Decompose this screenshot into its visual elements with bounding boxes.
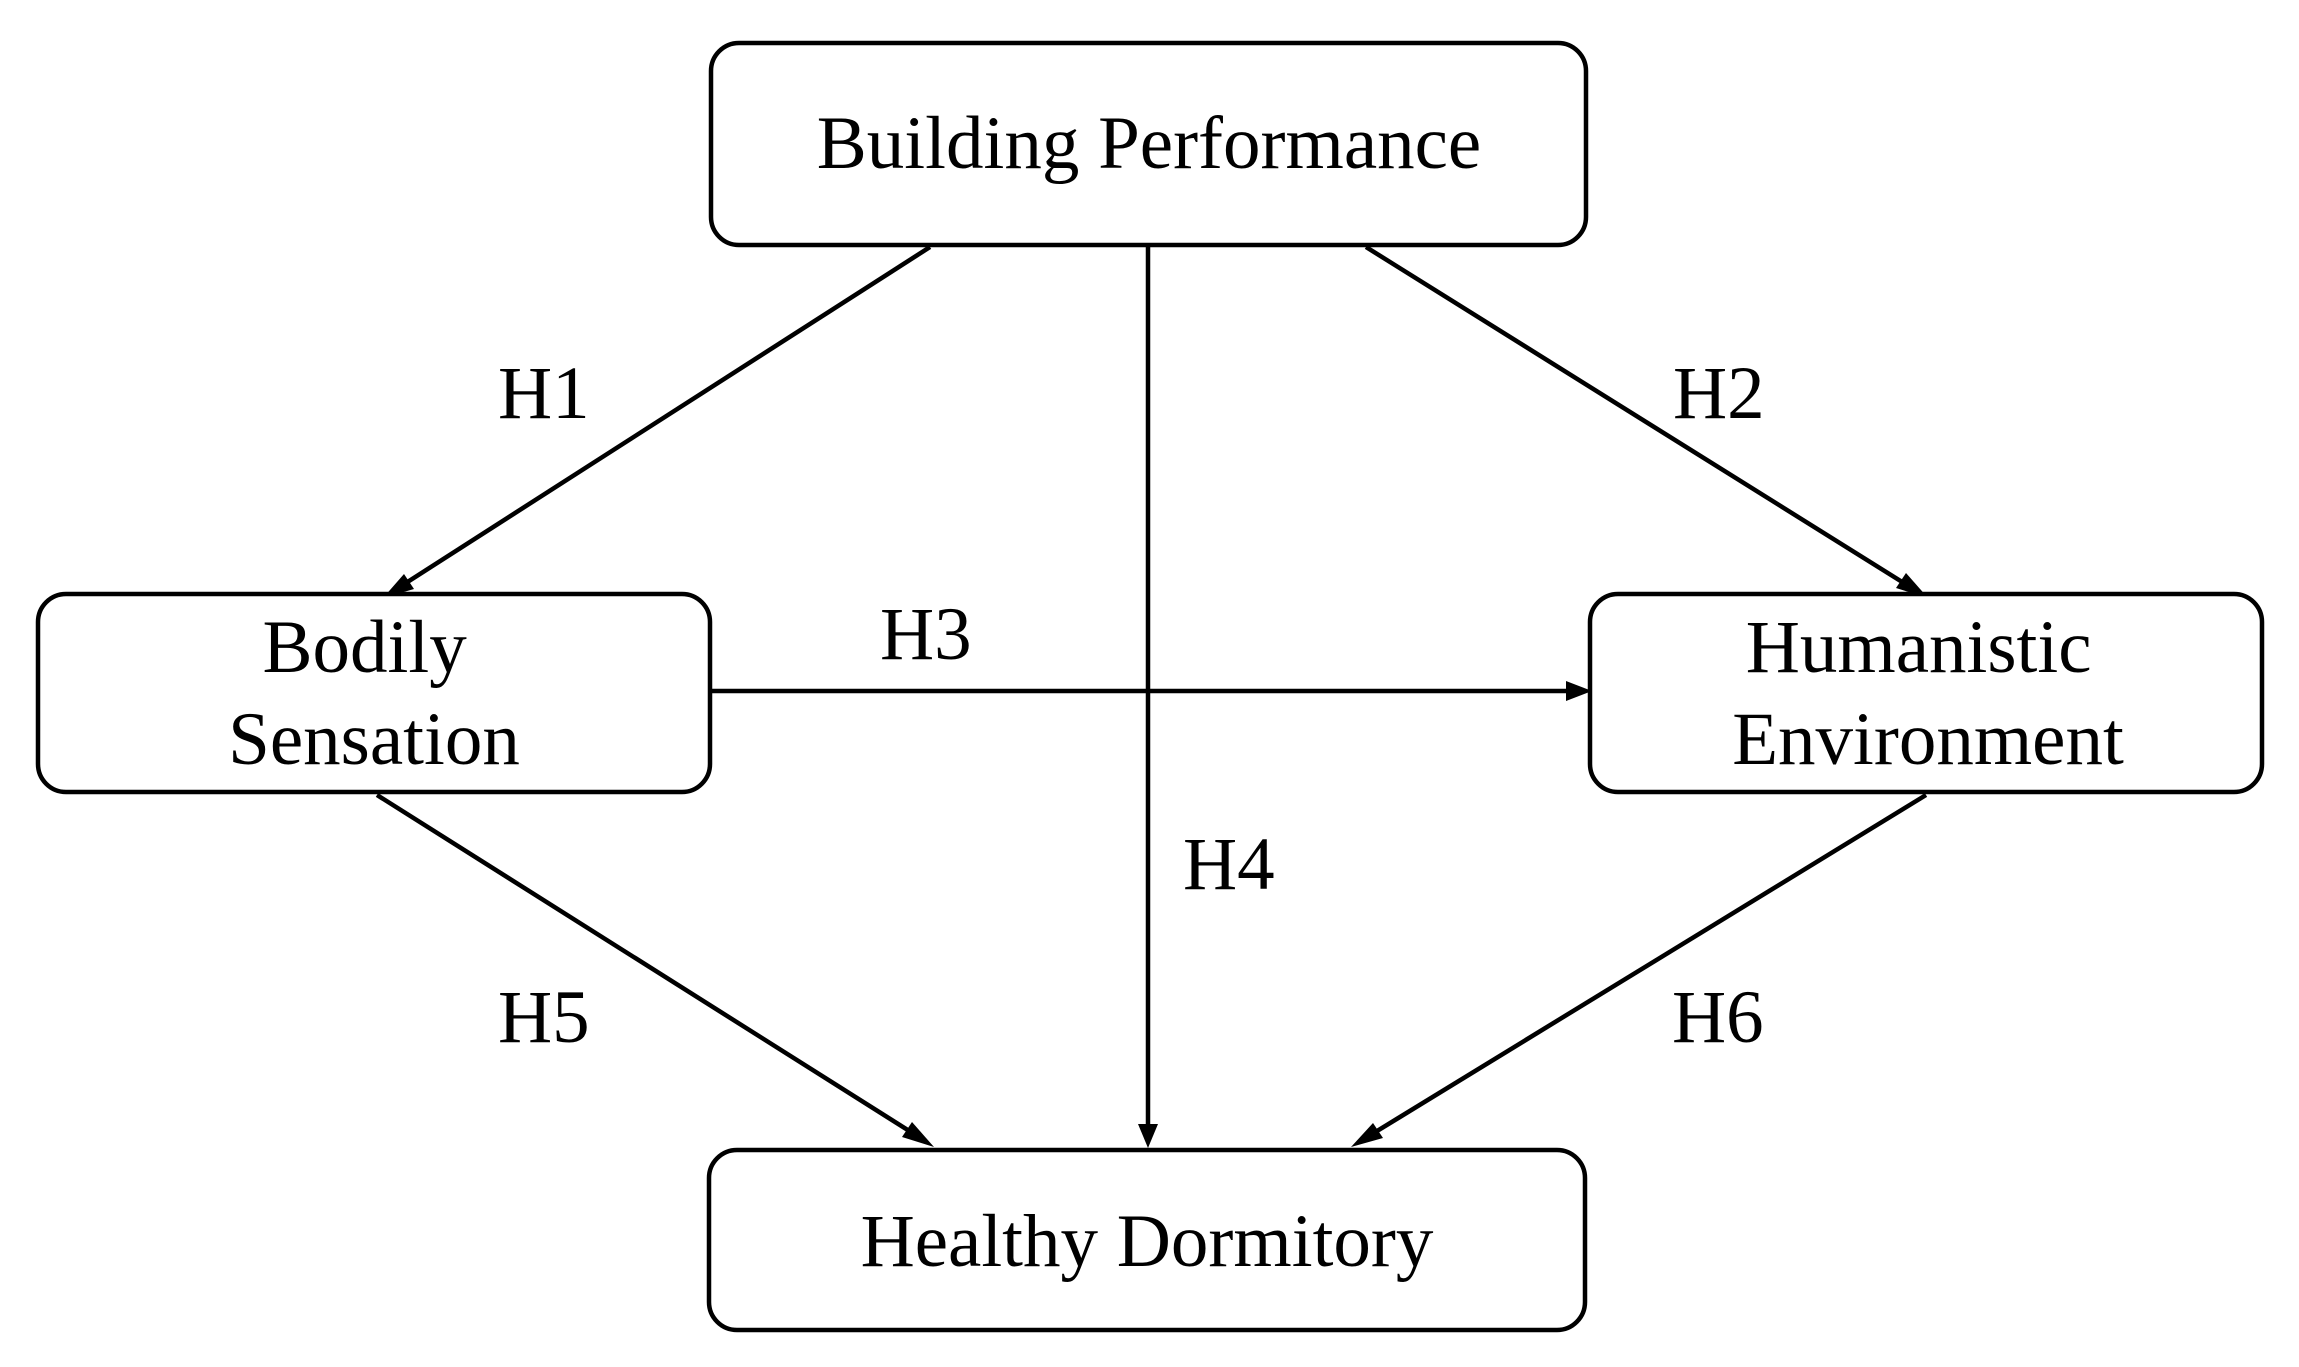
edge-h2-label: H2 xyxy=(1673,352,1765,435)
node-bodily-sensation-line-2: Sensation xyxy=(228,698,520,781)
edge-h1-line xyxy=(393,245,932,592)
edges: H1 H2 H3 H4 H5 H6 xyxy=(375,245,1928,1148)
node-bodily-sensation-label: Bodily Sensation xyxy=(228,606,520,781)
edge-h5-arrowhead xyxy=(902,1122,934,1147)
edge-h6-label: H6 xyxy=(1672,976,1764,1059)
edge-h5: H5 xyxy=(375,793,934,1147)
edge-h4-label: H4 xyxy=(1183,823,1275,906)
edge-h3: H3 xyxy=(712,593,1592,701)
edge-h5-label: H5 xyxy=(498,976,590,1059)
edge-h1-label: H1 xyxy=(498,352,590,435)
edge-h1: H1 xyxy=(383,245,932,598)
node-building-performance: Building Performance xyxy=(708,40,1589,248)
node-healthy-dormitory: Healthy Dormitory xyxy=(706,1147,1588,1333)
node-healthy-dormitory-label: Healthy Dormitory xyxy=(861,1200,1434,1283)
edge-h6-line xyxy=(1362,793,1928,1141)
node-humanistic-environment-line-1: Humanistic xyxy=(1746,606,2092,689)
node-building-performance-label: Building Performance xyxy=(817,102,1481,185)
node-bodily-sensation: Bodily Sensation xyxy=(35,591,713,795)
edge-h3-arrowhead xyxy=(1566,681,1592,701)
edge-h5-line xyxy=(375,793,924,1141)
nodes: Building Performance Bodily Sensation Hu… xyxy=(35,40,2265,1333)
node-bodily-sensation-box xyxy=(35,591,713,795)
edge-h6: H6 xyxy=(1351,793,1928,1147)
node-bodily-sensation-line-1: Bodily xyxy=(263,606,468,689)
node-healthy-dormitory-box xyxy=(706,1147,1588,1333)
node-humanistic-environment: Humanistic Environment xyxy=(1587,591,2265,795)
node-humanistic-environment-line-2: Environment xyxy=(1732,698,2124,781)
edge-h6-arrowhead xyxy=(1351,1123,1383,1147)
node-humanistic-environment-label: Humanistic Environment xyxy=(1732,606,2124,781)
edge-h4-arrowhead xyxy=(1138,1124,1158,1148)
node-building-performance-box xyxy=(708,40,1589,248)
node-humanistic-environment-box xyxy=(1587,591,2265,795)
edge-h2-line xyxy=(1364,245,1917,592)
edge-h4: H4 xyxy=(1138,247,1275,1148)
edge-h3-label: H3 xyxy=(880,593,972,676)
edge-h2: H2 xyxy=(1364,245,1928,598)
